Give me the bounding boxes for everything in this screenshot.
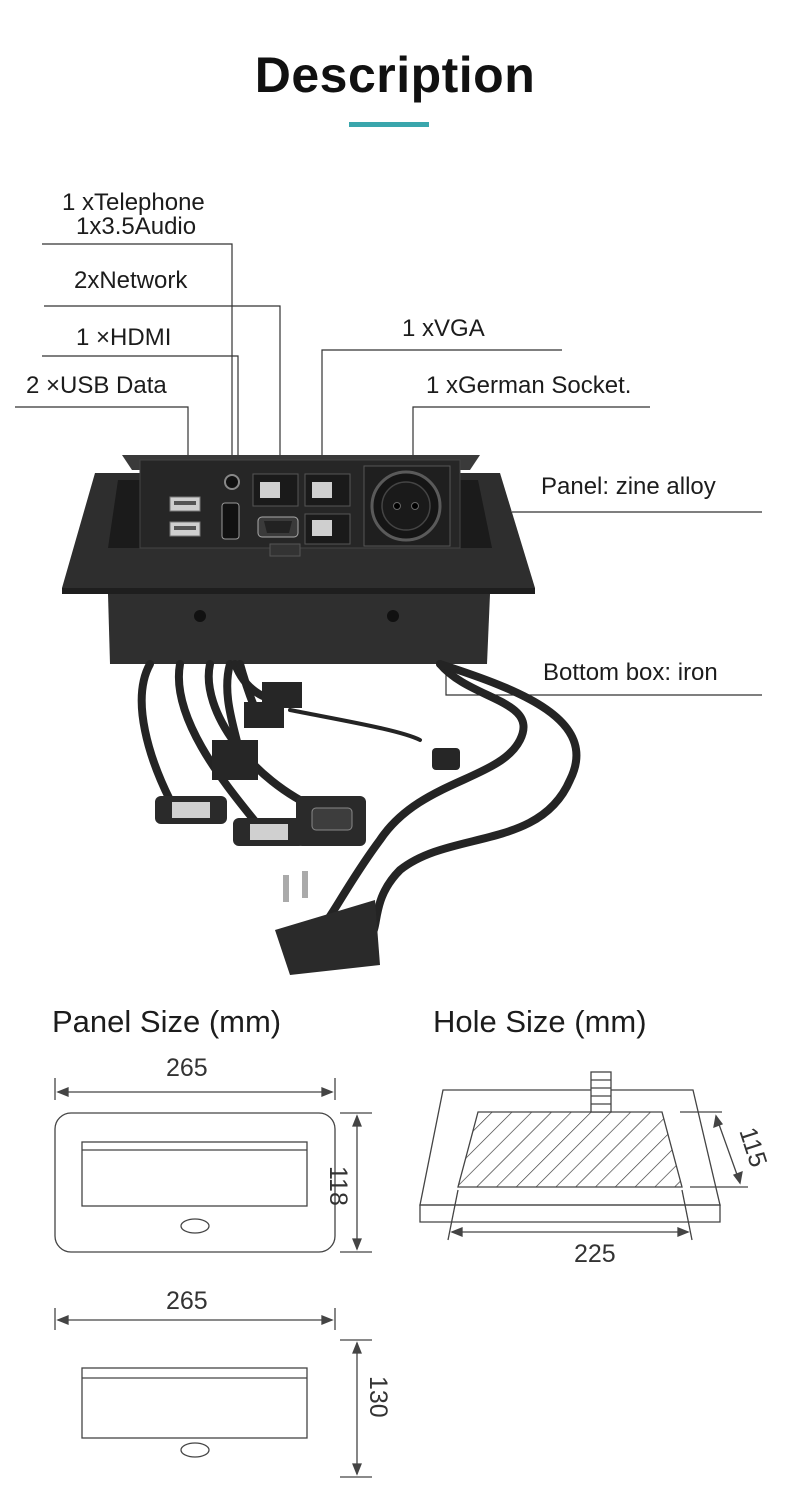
popup-socket-device	[62, 455, 535, 664]
callout-usb: 2 ×USB Data	[26, 372, 167, 399]
callout-vga: 1 xVGA	[402, 315, 485, 342]
hole-width-value: 225	[574, 1240, 616, 1268]
cable-connectors	[155, 682, 460, 975]
callout-hdmi: 1 ×HDMI	[76, 324, 172, 351]
hole-size-heading: Hole Size (mm)	[433, 1004, 647, 1039]
panel-size-heading: Panel Size (mm)	[52, 1004, 282, 1039]
title-accent-bar	[349, 122, 429, 127]
panel-top-height-value: 118	[324, 1166, 352, 1206]
callout-panel-material: Panel: zine alloy	[541, 473, 716, 500]
panel-bottom-width-value: 265	[166, 1287, 208, 1315]
page-title: Description	[254, 47, 536, 103]
callout-german-socket: 1 xGerman Socket.	[426, 372, 632, 399]
panel-bottom-height-value: 130	[364, 1376, 392, 1418]
callout-audio: 1x3.5Audio	[76, 213, 197, 240]
callout-telephone: 1 xTelephone	[62, 189, 205, 216]
panel-top-width-value: 265	[166, 1054, 208, 1082]
callout-network: 2xNetwork	[74, 267, 188, 294]
panel-size-drawing	[54, 1078, 372, 1478]
callout-bottom-box-material: Bottom box: iron	[543, 659, 718, 686]
hole-size-drawing	[419, 1071, 748, 1241]
